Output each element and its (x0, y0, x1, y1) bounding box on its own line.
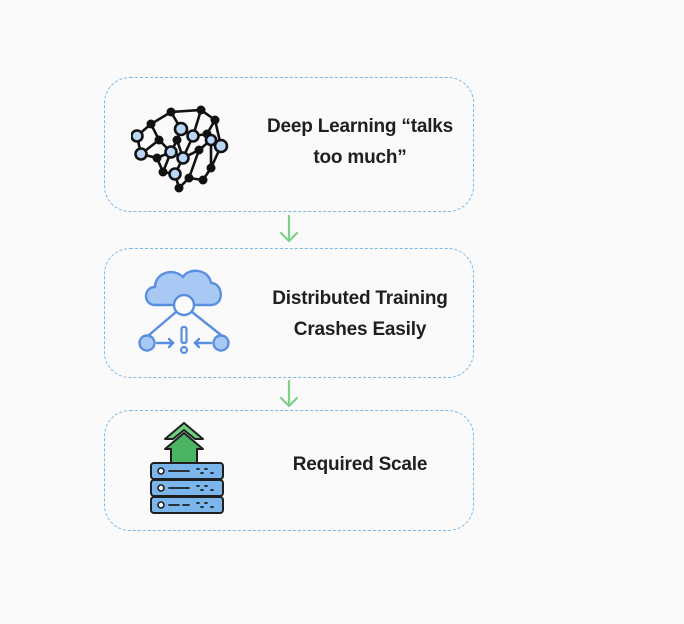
cloud-network-warning-icon (138, 269, 230, 355)
step-1-label: Deep Learning “talks too much” (266, 116, 454, 168)
server-stack-upload-icon (150, 422, 224, 514)
down-arrow-icon (279, 379, 299, 408)
flow-step-2: Distributed Training Crashes Easily (104, 248, 474, 378)
down-arrow-icon (279, 214, 299, 243)
brain-network-icon (131, 105, 229, 193)
step-3-label: Required Scale (292, 454, 428, 475)
flow-step-1: Deep Learning “talks too much” (104, 77, 474, 212)
step-2-label: Distributed Training Crashes Easily (272, 288, 448, 340)
flow-step-3: Required Scale (104, 410, 474, 531)
